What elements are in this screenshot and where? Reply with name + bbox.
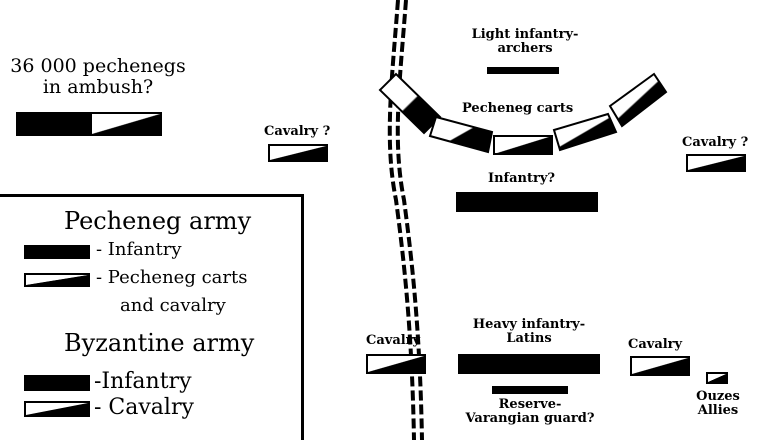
legend-pecheneg-title: Pecheneg army [64, 207, 252, 235]
legend-pecheneg-carts-text2: and cavalry [120, 295, 226, 316]
byz-cavalry-left-block [366, 354, 426, 374]
pecheneg-carts-label: Pecheneg carts [462, 101, 574, 116]
legend-byzantine-title: Byzantine army [64, 329, 255, 357]
reserve-label: Reserve- Varangian guard? [465, 397, 595, 427]
light-infantry-bar [487, 67, 559, 74]
ambush-cavalry-block [90, 112, 162, 136]
cavalry-right-label: Cavalry ? [682, 135, 749, 150]
cart-segment [493, 135, 553, 155]
light-infantry-label: Light infantry- archers [471, 27, 579, 57]
legend-pecheneg-infantry-swatch [24, 245, 90, 259]
cart-segment [552, 112, 618, 152]
cavalry-left-label: Cavalry ? [264, 124, 331, 139]
legend-byzantine-cavalry-text: - Cavalry [94, 395, 194, 420]
ambush-infantry-block [16, 112, 92, 136]
legend-byzantine-infantry-text: -Infantry [94, 369, 192, 394]
reserve-bar [492, 386, 568, 394]
byz-cavalry-right-block [630, 356, 690, 376]
cavalry-right-block [686, 154, 746, 172]
cavalry-left-block [268, 144, 328, 162]
legend: Pecheneg army - Infantry - Pecheneg cart… [0, 194, 304, 440]
ouzes-label: Ouzes Allies [696, 389, 740, 419]
cart-segment [428, 115, 494, 154]
cart-segment [378, 72, 442, 135]
legend-pecheneg-infantry-text: - Infantry [96, 239, 182, 260]
pecheneg-infantry-block [456, 192, 598, 212]
pecheneg-cart-arc [378, 72, 668, 155]
legend-byzantine-cavalry-swatch [24, 401, 90, 417]
river [387, 0, 424, 440]
legend-pecheneg-carts-swatch [24, 273, 90, 287]
byz-heavy-infantry-block [458, 354, 600, 374]
heavy-infantry-label: Heavy infantry- Latins [472, 317, 586, 347]
ambush-label: 36 000 pechenegs in ambush? [10, 55, 186, 98]
byz-cavalry-left-label: Cavalry [366, 333, 421, 348]
ouzes-block [706, 372, 728, 384]
legend-pecheneg-carts-text1: - Pecheneg carts [96, 267, 248, 288]
cart-segment [608, 72, 668, 128]
legend-byzantine-infantry-swatch [24, 375, 90, 391]
byz-cavalry-right-label: Cavalry [628, 337, 683, 352]
infantry-question-label: Infantry? [488, 171, 556, 186]
